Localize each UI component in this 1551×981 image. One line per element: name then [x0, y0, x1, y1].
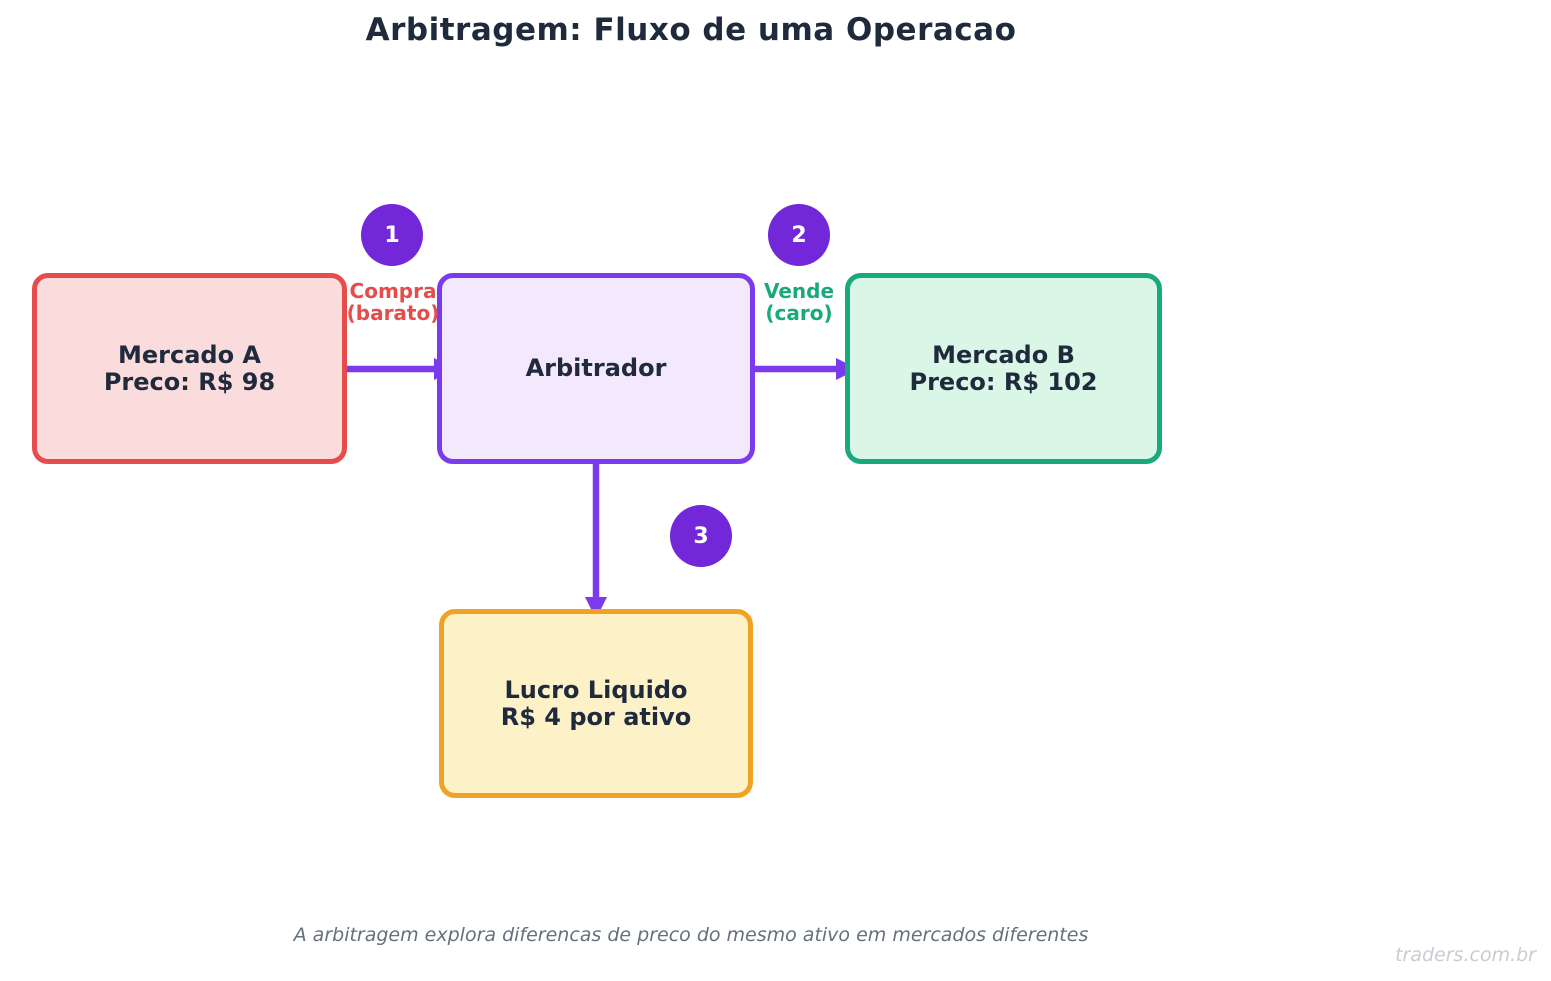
node-lucro-title: Lucro Liquido	[504, 675, 688, 704]
node-arbitrador: Arbitrador	[437, 273, 755, 464]
watermark: traders.com.br	[1395, 944, 1536, 966]
buy-label-line1: Compra	[349, 279, 437, 303]
node-mercado-a: Mercado A Preco: R$ 98	[32, 273, 347, 464]
node-lucro-liquido: Lucro Liquido R$ 4 por ativo	[439, 609, 753, 798]
caption: A arbitragem explora diferencas de preco…	[293, 924, 1089, 946]
buy-edge-label: Compra (barato)	[328, 279, 458, 325]
node-mercado-b: Mercado B Preco: R$ 102	[845, 273, 1162, 464]
diagram-title: Arbitragem: Fluxo de uma Operacao	[365, 12, 1017, 48]
node-mercado-b-name: Mercado B	[932, 340, 1075, 369]
sell-edge-label: Vende (caro)	[734, 279, 864, 325]
arrow-sell-arbitrador-to-b	[734, 358, 858, 380]
sell-label-line1: Vende	[763, 279, 835, 303]
step-number: 3	[693, 523, 709, 549]
node-lucro-value: R$ 4 por ativo	[500, 702, 692, 731]
sell-label-line2: (caro)	[765, 300, 833, 325]
step-badge-1: 1	[361, 204, 423, 266]
step-badge-3: 3	[670, 505, 732, 567]
step-number: 2	[791, 222, 807, 248]
step-badge-2: 2	[768, 204, 830, 266]
node-mercado-a-price: Preco: R$ 98	[103, 367, 276, 396]
node-mercado-a-name: Mercado A	[117, 340, 261, 369]
node-arbitrador-name: Arbitrador	[525, 354, 667, 382]
buy-label-line2: (barato)	[346, 300, 440, 325]
step-number: 1	[384, 222, 400, 248]
arrow-profit-arbitrador-to-lucro	[585, 446, 607, 619]
node-mercado-b-price: Preco: R$ 102	[909, 367, 1098, 396]
